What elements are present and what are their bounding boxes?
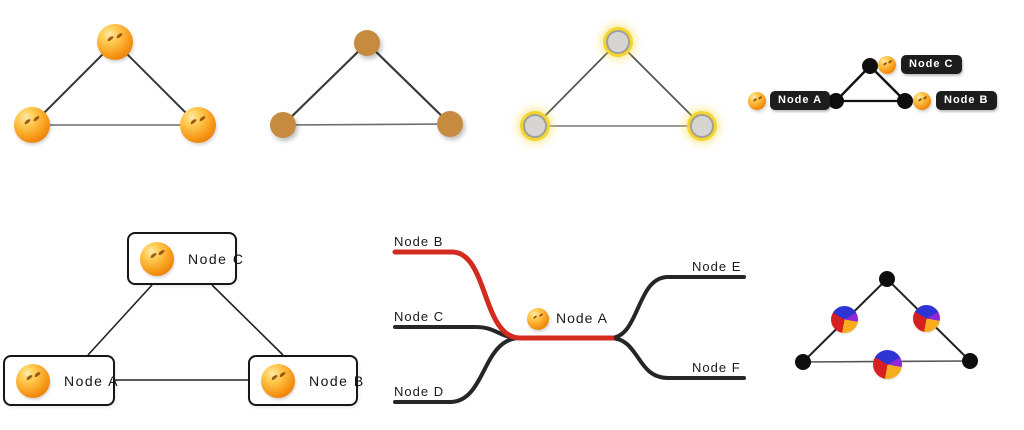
smiley-eye (25, 374, 33, 381)
smiley-eye (752, 97, 757, 102)
smiley-eye (887, 59, 892, 64)
glow-node (690, 114, 714, 138)
smiley-eye (32, 114, 41, 122)
glow-circle-triangle-graph (500, 0, 760, 180)
box-node-triangle-graph: Node C Node A Node B (0, 218, 380, 418)
dot-node (437, 111, 463, 137)
node-label-chip: Node A (770, 91, 831, 111)
edges (534, 41, 703, 127)
branch-label: Node F (692, 360, 741, 375)
smiley-eye (917, 97, 922, 102)
smiley-icon (878, 56, 896, 74)
branch-label: Node E (692, 259, 742, 274)
dot-node (354, 30, 380, 56)
smiley-icon (16, 363, 50, 398)
edges (282, 42, 451, 126)
black-dot-node (879, 271, 895, 287)
center-node-label: Node A (556, 310, 608, 326)
branch-label: Node C (394, 309, 445, 324)
glow-node (606, 30, 630, 54)
glow-node (523, 114, 547, 138)
node-box: Node A (3, 355, 117, 406)
pie-chart (913, 305, 940, 332)
black-dot-node (828, 93, 844, 109)
smiley-eye (23, 118, 32, 126)
smiley-icon (140, 241, 174, 276)
node-box: Node C (127, 232, 243, 285)
black-dot-node (897, 93, 913, 109)
smiley-icon (527, 308, 549, 330)
black-dot-node (862, 58, 878, 74)
labeled-dot-triangle-graph: Node A Node C Node B (740, 40, 1024, 120)
smiley-node (97, 24, 133, 60)
smiley-eye (278, 370, 287, 378)
smiley-eye (538, 312, 544, 318)
node-box-label: Node B (309, 372, 365, 389)
node-label-chip: Node B (936, 91, 997, 111)
dot-node (270, 112, 296, 138)
smiley-eye (922, 95, 927, 100)
pie-edge-triangle-graph (780, 255, 1024, 390)
smiley-eye (157, 248, 166, 256)
smiley-eye (533, 314, 538, 320)
smiley-eye (270, 374, 278, 381)
smiley-eye (757, 95, 762, 100)
edges (87, 284, 284, 381)
smiley-node (180, 107, 216, 143)
black-dot-node (962, 353, 978, 369)
smiley-icon (748, 92, 766, 110)
flat-dot-triangle-graph (260, 0, 520, 180)
smiley-node (14, 107, 50, 143)
smiley-eye (189, 118, 198, 126)
edges (31, 41, 199, 126)
branch-label: Node B (394, 234, 444, 249)
smiley-icon (261, 363, 295, 398)
node-label-chip: Node C (901, 55, 962, 75)
mindmap-branch-diagram: Node B Node C Node D Node E Node F Node … (380, 210, 770, 430)
smiley-eye (115, 31, 124, 39)
branches (392, 249, 746, 404)
smiley-eye (882, 61, 887, 66)
smiley-eye (149, 252, 157, 259)
smiley-eye (33, 370, 42, 378)
smiley-eye (198, 114, 207, 122)
node-box-label: Node C (188, 250, 245, 267)
black-dot-node (795, 354, 811, 370)
pie-chart (831, 306, 858, 333)
node-box: Node B (248, 355, 363, 406)
node-box-label: Node A (64, 372, 119, 389)
smiley-triangle-graph (0, 0, 260, 180)
branch-label: Node D (394, 384, 445, 399)
smiley-eye (106, 35, 115, 43)
edges (802, 278, 971, 363)
smiley-icon (913, 92, 931, 110)
pie-chart (873, 350, 902, 379)
